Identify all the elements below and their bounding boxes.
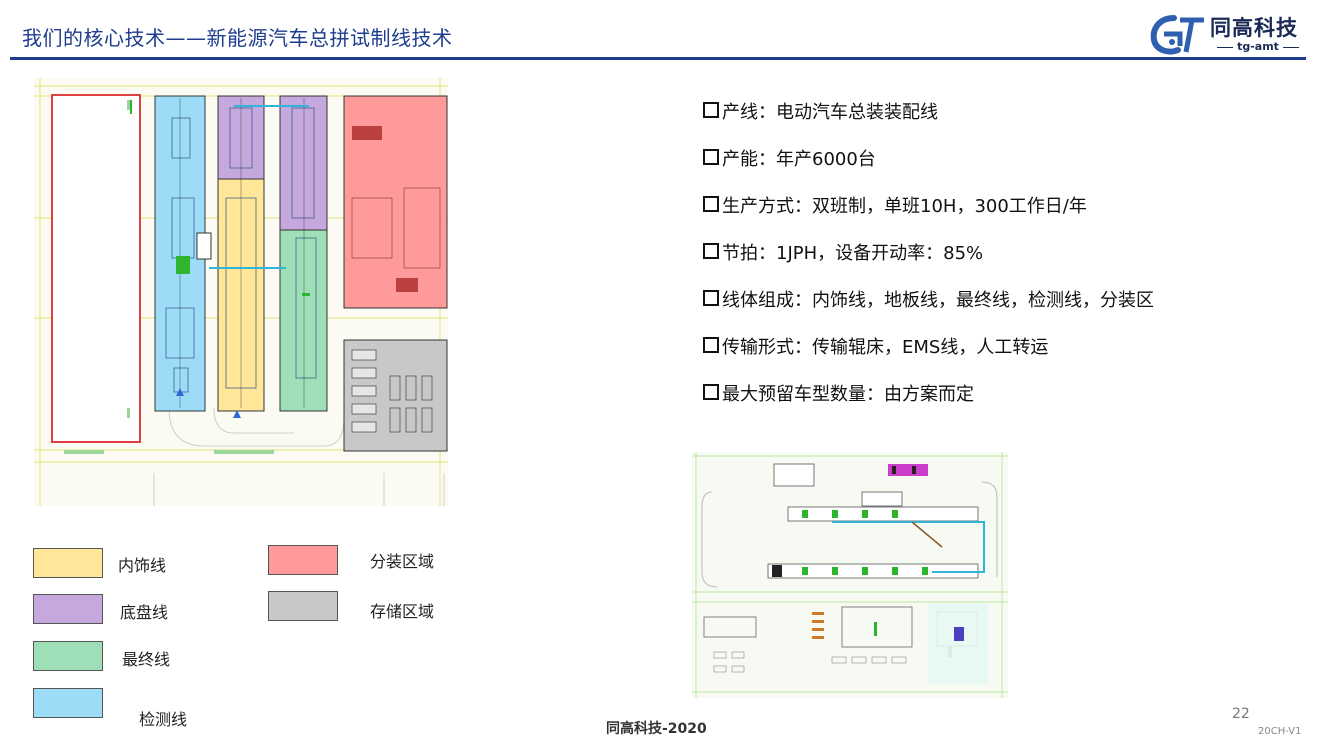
legend-swatch-storage	[268, 591, 338, 621]
checkbox-icon	[703, 149, 719, 165]
legend-label-final: 最终线	[122, 650, 171, 669]
logo-name: 同高科技	[1210, 16, 1298, 40]
checkbox-icon	[703, 102, 719, 118]
legend-swatch-test	[33, 688, 103, 718]
legend-label-subassembly: 分装区域	[370, 552, 435, 571]
spec-item: 传输形式：传输辊床，EMS线，人工转运	[703, 333, 1154, 380]
spec-item: 线体组成：内饰线，地板线，最终线，检测线，分装区	[703, 286, 1154, 333]
legend-label-chassis: 底盘线	[120, 603, 169, 622]
spec-item: 产能：年产6000台	[703, 145, 1154, 192]
legend-swatch-chassis	[33, 594, 103, 624]
legend-label-interior: 内饰线	[118, 556, 167, 575]
spec-item: 节拍：1JPH，设备开动率：85%	[703, 239, 1154, 286]
factory-layout-plan	[34, 78, 448, 506]
line-layout-drawing	[692, 452, 1008, 698]
legend-swatch-interior	[33, 548, 103, 578]
legend-swatch-subassembly	[268, 545, 338, 575]
page-title: 我们的核心技术——新能源汽车总拼试制线技术	[22, 26, 453, 50]
logo-mark-icon	[1150, 15, 1204, 55]
footer-company-year: 同高科技-2020	[606, 721, 707, 737]
legend-swatch-final	[33, 641, 103, 671]
logo-subtitle: tg-amt	[1210, 40, 1306, 53]
checkbox-icon	[703, 196, 719, 212]
checkbox-icon	[703, 384, 719, 400]
checkbox-icon	[703, 337, 719, 353]
legend-label-test: 检测线	[139, 710, 188, 729]
company-logo: 同高科技 tg-amt	[1150, 10, 1310, 56]
spec-item: 生产方式：双班制，单班10H，300工作日/年	[703, 192, 1154, 239]
page-number: 22	[1232, 706, 1250, 722]
title-divider	[10, 57, 1306, 60]
spec-item: 最大预留车型数量：由方案而定	[703, 380, 1154, 427]
spec-list: 产线：电动汽车总装装配线 产能：年产6000台 生产方式：双班制，单班10H，3…	[703, 98, 1154, 427]
legend-label-storage: 存储区域	[370, 602, 435, 621]
spec-item: 产线：电动汽车总装装配线	[703, 98, 1154, 145]
checkbox-icon	[703, 243, 719, 259]
checkbox-icon	[703, 290, 719, 306]
version-label: 20CH-V1	[1258, 726, 1302, 737]
